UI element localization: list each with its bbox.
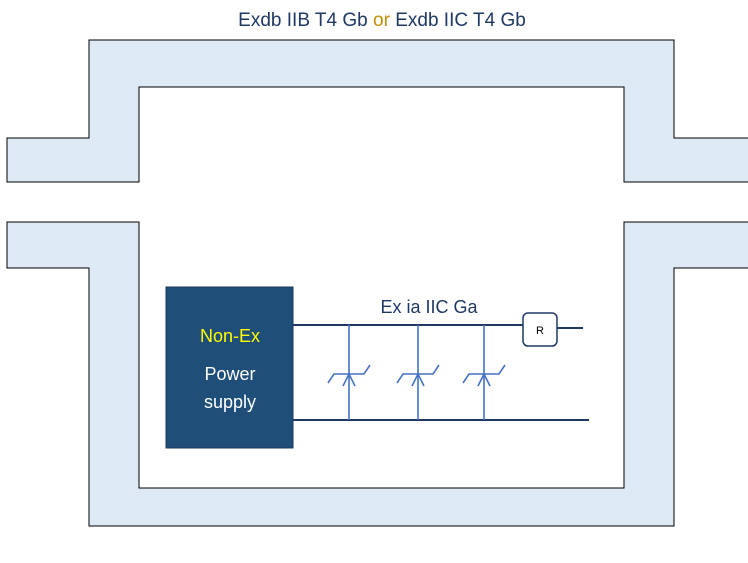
resistor <box>522 312 558 347</box>
title-part-2: Exdb IIC T4 Gb <box>395 10 526 31</box>
enclosure-wall <box>6 39 748 527</box>
resistor-label: R <box>536 325 544 337</box>
non-ex-label: Non-Ex <box>200 326 260 346</box>
zener-diode-2 <box>396 325 440 420</box>
circuit-label: Ex ia IIC Ga <box>380 297 478 317</box>
power-supply-block <box>165 286 294 449</box>
title-connector: or <box>373 10 390 31</box>
title-part-1: Exdb IIB T4 Gb <box>238 10 368 31</box>
power-label: Power <box>204 364 255 384</box>
diagram-title: Exdb IIB T4 Gb or Exdb IIC T4 Gb <box>0 10 748 32</box>
zener-diode-3 <box>462 325 506 420</box>
zener-diode-1 <box>327 325 371 420</box>
supply-label: supply <box>204 392 256 412</box>
